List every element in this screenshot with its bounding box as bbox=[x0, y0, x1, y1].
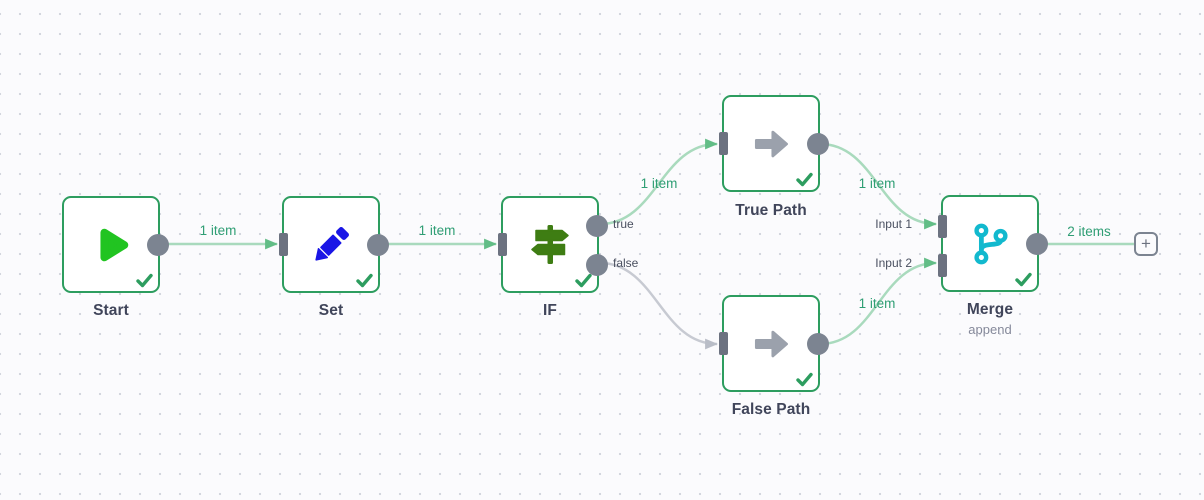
set-output-port[interactable] bbox=[367, 233, 389, 256]
node-label-if: IF bbox=[543, 302, 557, 319]
false-path-output-port[interactable] bbox=[807, 332, 829, 355]
code-branch-icon bbox=[967, 221, 1013, 267]
node-true-path[interactable] bbox=[719, 95, 829, 192]
arrow-right-icon bbox=[749, 122, 793, 166]
node-set[interactable] bbox=[279, 196, 389, 293]
arrow-right-icon bbox=[749, 322, 793, 366]
success-check-icon bbox=[136, 273, 153, 288]
plus-icon: + bbox=[1141, 233, 1151, 253]
if-input-port[interactable] bbox=[498, 233, 507, 256]
edge-label-set-if: 1 item bbox=[418, 223, 456, 238]
edge-label-true-merge: 1 item bbox=[858, 176, 896, 191]
edge-label-if-true: 1 item bbox=[640, 176, 678, 191]
add-node-button[interactable]: + bbox=[1134, 232, 1158, 256]
merge-output-port[interactable] bbox=[1026, 232, 1048, 255]
if-false-output-port[interactable] bbox=[586, 254, 608, 276]
node-if[interactable] bbox=[498, 196, 608, 293]
success-check-icon bbox=[796, 372, 813, 387]
pencil-icon bbox=[308, 222, 354, 268]
merge-input2-port[interactable] bbox=[938, 254, 947, 277]
play-icon bbox=[88, 222, 134, 268]
start-output-port[interactable] bbox=[147, 233, 169, 256]
merge-input1-port[interactable] bbox=[938, 215, 947, 238]
node-false-path[interactable] bbox=[719, 295, 829, 392]
set-input-port[interactable] bbox=[279, 233, 288, 256]
port-label-true: true bbox=[613, 217, 634, 231]
false-path-input-port[interactable] bbox=[719, 332, 728, 355]
node-start[interactable] bbox=[62, 196, 169, 293]
node-merge[interactable] bbox=[938, 195, 1048, 292]
true-path-output-port[interactable] bbox=[807, 132, 829, 155]
port-label-input2: Input 2 bbox=[875, 256, 912, 270]
edge-label-false-merge: 1 item bbox=[858, 296, 896, 311]
success-check-icon bbox=[796, 172, 813, 187]
true-path-input-port[interactable] bbox=[719, 132, 728, 155]
node-label-false-path: False Path bbox=[731, 401, 811, 418]
port-label-false: false bbox=[613, 256, 639, 270]
if-true-output-port[interactable] bbox=[586, 215, 608, 237]
success-check-icon bbox=[1015, 272, 1032, 287]
edge-label-start-set: 1 item bbox=[199, 223, 237, 238]
node-label-start: Start bbox=[93, 302, 129, 319]
success-check-icon bbox=[356, 273, 373, 288]
edge-label-merge-out: 2 items bbox=[1067, 224, 1111, 239]
success-check-icon bbox=[575, 273, 592, 288]
node-subtitle-merge: append bbox=[968, 322, 1012, 337]
signpost-icon bbox=[526, 221, 574, 269]
node-label-set: Set bbox=[318, 302, 344, 319]
node-label-merge: Merge bbox=[966, 301, 1014, 318]
node-label-true-path: True Path bbox=[735, 202, 807, 219]
port-label-input1: Input 1 bbox=[875, 217, 912, 231]
